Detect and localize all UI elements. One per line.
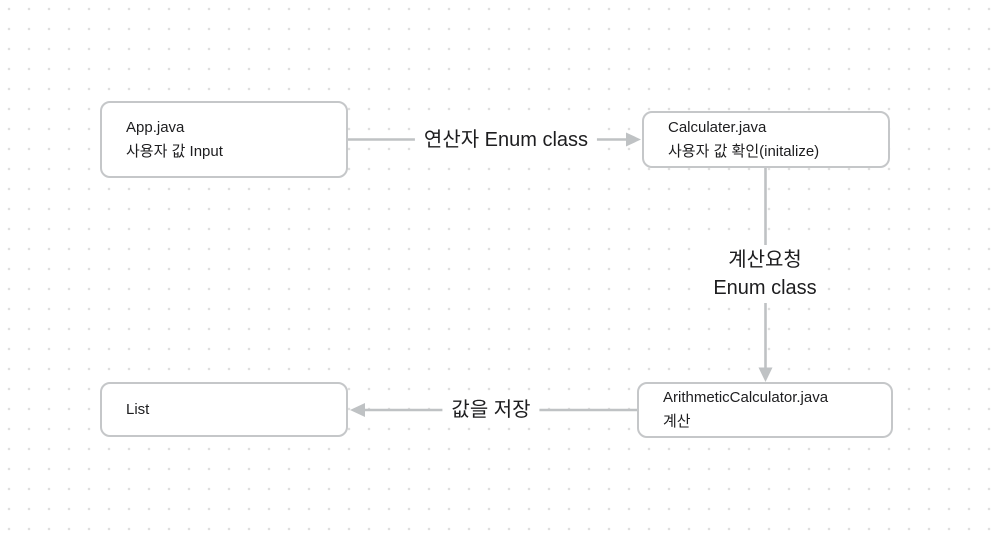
edge-label-text-line-2: Enum class bbox=[713, 277, 817, 299]
edge-label-text-line-1: 계산요청 bbox=[728, 249, 802, 271]
edge-label-save-value[interactable]: 값을 저장 bbox=[442, 395, 540, 425]
node-arithmetic-calculator-java[interactable]: ArithmeticCalculator.java 계산 bbox=[637, 382, 893, 438]
arrowhead-right-icon[interactable] bbox=[626, 132, 641, 147]
node-arithmetic-calculator-line-1: ArithmeticCalculator.java bbox=[663, 389, 829, 406]
node-calculater-java-line-1: Calculater.java bbox=[668, 118, 767, 136]
arrowhead-down-icon[interactable] bbox=[758, 367, 773, 383]
node-app-java-line-2: 사용자 값 Input bbox=[126, 142, 223, 160]
arrowhead-left-icon[interactable] bbox=[350, 403, 365, 417]
node-app-java-line-1: App.java bbox=[126, 118, 185, 136]
node-app-java[interactable]: App.java 사용자 값 Input bbox=[100, 101, 348, 178]
node-list-line-1: List bbox=[126, 400, 150, 418]
node-list[interactable]: List bbox=[100, 382, 348, 437]
edge-label-calc-request-enum-class[interactable]: 계산요청 Enum class bbox=[704, 245, 826, 303]
node-calculater-java-line-2: 사용자 값 확인(initalize) bbox=[668, 142, 820, 160]
edge-label-operator-enum-class[interactable]: 연산자 Enum class bbox=[414, 125, 598, 155]
node-arithmetic-calculator-line-2: 계산 bbox=[663, 413, 691, 430]
edge-label-text: 값을 저장 bbox=[451, 399, 531, 421]
node-calculater-java[interactable]: Calculater.java 사용자 값 확인(initalize) bbox=[642, 111, 890, 168]
edge-label-text: 연산자 Enum class bbox=[423, 129, 589, 151]
